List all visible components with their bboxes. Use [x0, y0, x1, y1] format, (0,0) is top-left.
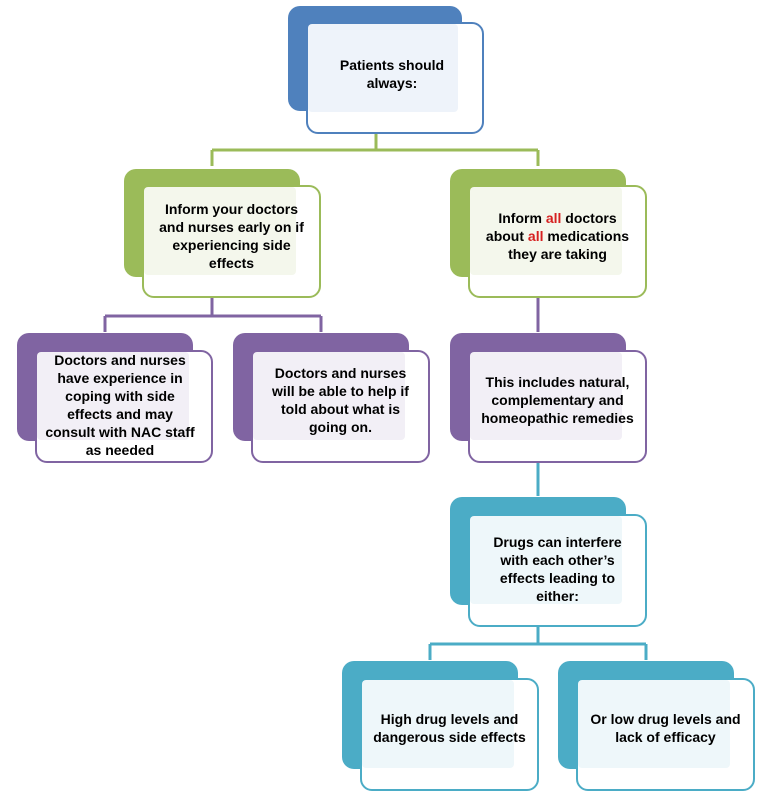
- inform-all-highlight-1: all: [545, 209, 562, 226]
- inform-all-post: medications they are taking: [508, 227, 630, 262]
- node-high-levels-text: High drug levels and dangerous side effe…: [373, 710, 526, 745]
- connector-root-children: [210, 133, 540, 166]
- node-inform-all-text: Inform all doctors about all medications…: [480, 195, 635, 276]
- node-low-levels-text: Or low drug levels and lack of efficacy: [590, 710, 741, 745]
- inform-all-highlight-2: all: [527, 227, 544, 244]
- inform-all-pre: Inform: [498, 209, 546, 226]
- node-low-levels-card: Or low drug levels and lack of efficacy: [576, 678, 755, 791]
- node-experience-card: Doctors and nurses have experience in co…: [35, 350, 213, 463]
- node-root-text: Patients should always:: [339, 57, 445, 91]
- node-root-card: Patients should always:: [306, 22, 484, 134]
- node-able-to-help-card: Doctors and nurses will be able to help …: [251, 350, 430, 463]
- node-able-to-help-text: Doctors and nurses will be able to help …: [272, 364, 409, 435]
- node-experience-text: Doctors and nurses have experience in co…: [45, 351, 195, 458]
- node-high-levels-card: High drug levels and dangerous side effe…: [360, 678, 539, 791]
- node-includes-natural-card: This includes natural, complementary and…: [468, 350, 647, 463]
- connector-side-effects-children: [103, 297, 323, 332]
- node-includes-natural-text: This includes natural, complementary and…: [481, 373, 634, 426]
- node-inform-all-card: Inform all doctors about all medications…: [468, 185, 647, 298]
- node-drugs-interfere-text: Drugs can interfere with each other’s ef…: [493, 533, 622, 604]
- inform-all-mid: doctors about: [485, 209, 617, 244]
- node-inform-side-effects-card: Inform your doctors and nurses early on …: [142, 185, 321, 298]
- connector-interfere-children: [428, 627, 648, 660]
- node-inform-side-effects-text: Inform your doctors and nurses early on …: [159, 200, 304, 271]
- node-drugs-interfere-card: Drugs can interfere with each other’s ef…: [468, 514, 647, 627]
